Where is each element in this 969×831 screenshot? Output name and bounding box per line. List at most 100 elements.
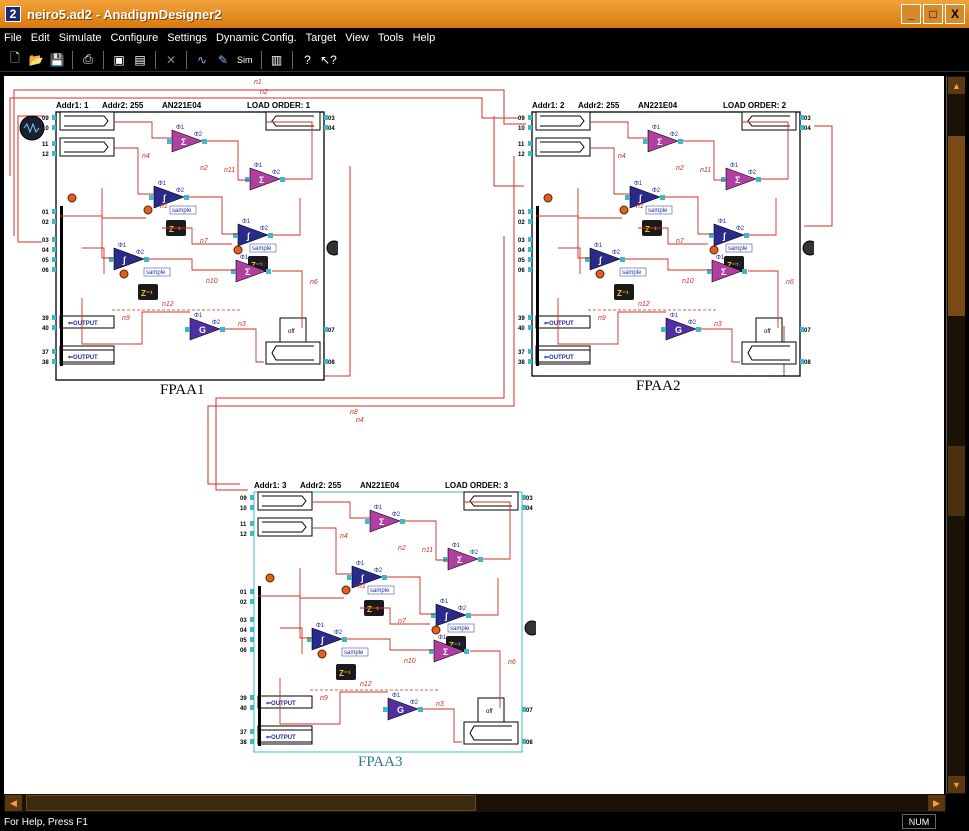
port-terminal[interactable] (382, 575, 387, 580)
port-terminal[interactable] (528, 115, 532, 120)
port-terminal[interactable] (522, 495, 526, 500)
menu-target[interactable]: Target (305, 32, 337, 44)
io-cell[interactable] (59, 111, 115, 131)
port-terminal[interactable] (52, 359, 56, 364)
port-terminal[interactable] (202, 139, 207, 144)
port-terminal[interactable] (756, 177, 761, 182)
voltage-source-icon[interactable] (143, 205, 153, 215)
voltage-source-icon[interactable] (119, 269, 129, 279)
port-terminal[interactable] (707, 269, 712, 274)
io-cell[interactable] (741, 341, 797, 365)
camera-icon[interactable]: ▣ (113, 52, 125, 67)
port-terminal[interactable] (52, 115, 56, 120)
voltage-source-icon[interactable] (317, 649, 327, 659)
internal-wire[interactable] (665, 196, 714, 235)
port-terminal[interactable] (250, 729, 254, 734)
port-terminal[interactable] (528, 151, 532, 156)
port-terminal[interactable] (324, 115, 328, 120)
minimize-button[interactable]: _ (901, 4, 921, 24)
internal-wire[interactable] (60, 215, 114, 259)
port-terminal[interactable] (742, 269, 747, 274)
internal-wire[interactable] (742, 121, 789, 180)
internal-wire[interactable] (577, 188, 622, 219)
port-terminal[interactable] (696, 327, 701, 332)
port-terminal[interactable] (52, 125, 56, 130)
internal-wire[interactable] (423, 708, 462, 743)
port-terminal[interactable] (266, 269, 271, 274)
port-terminal[interactable] (709, 233, 714, 238)
internal-wire[interactable] (536, 215, 590, 259)
port-terminal[interactable] (464, 649, 469, 654)
port-terminal[interactable] (528, 349, 532, 354)
port-terminal[interactable] (528, 209, 532, 214)
menu-view[interactable]: View (345, 32, 369, 44)
internal-wire[interactable] (258, 595, 312, 639)
port-terminal[interactable] (52, 315, 56, 320)
port-terminal[interactable] (324, 327, 328, 332)
voltage-source-icon[interactable] (265, 573, 275, 583)
port-terminal[interactable] (52, 151, 56, 156)
port-terminal[interactable] (149, 195, 154, 200)
menu-dynamic-config[interactable]: Dynamic Config. (215, 32, 297, 44)
port-terminal[interactable] (268, 233, 273, 238)
scroll-up-icon[interactable]: ▲ (948, 77, 965, 94)
barcode-icon[interactable]: ▥ (270, 52, 283, 67)
context-help-icon[interactable]: ↖? (320, 52, 337, 67)
port-terminal[interactable] (144, 257, 149, 262)
port-terminal[interactable] (625, 195, 630, 200)
port-terminal[interactable] (443, 557, 448, 562)
port-terminal[interactable] (522, 707, 526, 712)
save-icon[interactable]: 💾 (49, 52, 65, 67)
port-terminal[interactable] (528, 219, 532, 224)
port-terminal[interactable] (220, 327, 225, 332)
internal-wire[interactable] (189, 196, 238, 235)
port-terminal[interactable] (800, 115, 804, 120)
vertical-scroll-thumb[interactable] (948, 136, 965, 316)
port-terminal[interactable] (250, 531, 254, 536)
menu-simulate[interactable]: Simulate (58, 32, 102, 44)
port-terminal[interactable] (800, 327, 804, 332)
menu-file[interactable]: File (4, 32, 22, 44)
internal-wire[interactable] (347, 638, 434, 651)
internal-wire[interactable] (638, 227, 708, 245)
open-folder-icon[interactable]: 📂 (28, 52, 44, 67)
horizontal-scroll-thumb[interactable] (26, 795, 476, 811)
port-terminal[interactable] (800, 359, 804, 364)
internal-wire[interactable] (471, 578, 499, 616)
port-terminal[interactable] (52, 247, 56, 252)
print-icon[interactable]: ⎙ (83, 52, 93, 66)
scroll-left-icon[interactable]: ◀ (5, 795, 22, 811)
internal-wire[interactable] (81, 298, 190, 345)
port-terminal[interactable] (52, 257, 56, 262)
cancel-icon[interactable]: ✕ (165, 52, 177, 67)
delay-block[interactable] (138, 284, 158, 300)
port-terminal[interactable] (231, 269, 236, 274)
chip-connector-icon[interactable] (326, 240, 338, 256)
io-cell[interactable] (463, 721, 519, 745)
internal-wire[interactable] (273, 198, 301, 236)
help-icon[interactable]: ? (304, 52, 311, 67)
port-terminal[interactable] (528, 237, 532, 242)
internal-wire[interactable] (101, 188, 146, 219)
internal-wire[interactable] (360, 607, 430, 625)
port-terminal[interactable] (167, 139, 172, 144)
internal-wire[interactable] (225, 328, 264, 363)
voltage-source-icon[interactable] (619, 205, 629, 215)
internal-wire[interactable] (299, 568, 344, 599)
port-terminal[interactable] (643, 139, 648, 144)
horizontal-scrollbar[interactable]: ◀ ▶ (4, 794, 946, 812)
port-terminal[interactable] (721, 177, 726, 182)
internal-wire[interactable] (701, 328, 740, 363)
wave-icon[interactable]: ∿ (196, 52, 208, 67)
internal-wire[interactable] (312, 527, 352, 575)
inter-chip-wire[interactable] (215, 236, 505, 491)
port-terminal[interactable] (744, 233, 749, 238)
port-terminal[interactable] (280, 177, 285, 182)
internal-wire[interactable] (162, 227, 232, 245)
io-cell[interactable] (257, 517, 313, 537)
port-terminal[interactable] (800, 125, 804, 130)
voltage-source-icon[interactable] (341, 585, 351, 595)
voltage-source-icon[interactable] (431, 625, 441, 635)
internal-wire[interactable] (748, 270, 779, 328)
